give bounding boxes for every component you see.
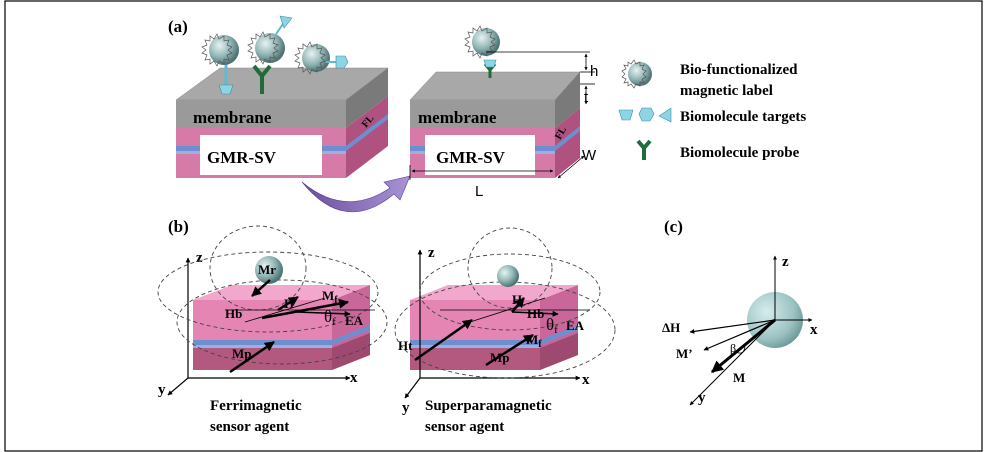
legend-label-line1: Bio-functionalized bbox=[680, 62, 798, 78]
device-right: membrane GMR-SV FL bbox=[409, 71, 581, 178]
right-bead-bound bbox=[464, 25, 500, 78]
label-Hb-right: Hb bbox=[527, 306, 544, 321]
membrane-label-right: membrane bbox=[418, 108, 497, 127]
label-Mf-right: Mf bbox=[526, 332, 542, 350]
panel-b-label: (b) bbox=[168, 217, 189, 236]
label-Mr: Mr bbox=[258, 262, 276, 277]
gmr-sv-label-right: GMR-SV bbox=[436, 148, 506, 167]
label-H-right: H bbox=[512, 292, 522, 307]
left-bead-3 bbox=[294, 41, 349, 75]
caption-left-line2: sensor agent bbox=[210, 419, 289, 435]
label-Mprime: M’ bbox=[676, 346, 693, 361]
label-theta-right: θf bbox=[546, 315, 558, 336]
dim-t: t bbox=[584, 89, 589, 106]
axis-z-c: z bbox=[782, 254, 789, 270]
axis-z-left: z bbox=[196, 250, 203, 266]
panel-b-right: z x y H Hb θf EA Ht Mf Mp Superparamagne… bbox=[394, 227, 616, 435]
label-Mp-left: Mp bbox=[232, 346, 252, 361]
label-EA-right: EA bbox=[566, 318, 585, 333]
figure-border bbox=[4, 0, 983, 452]
caption-left-line1: Ferrimagnetic bbox=[210, 398, 302, 414]
transition-arrow bbox=[301, 175, 411, 213]
label-EA-left: EA bbox=[345, 313, 364, 328]
axis-x-left: x bbox=[350, 370, 358, 386]
sensor-bead-left bbox=[255, 256, 283, 284]
label-Mp-right: Mp bbox=[490, 350, 510, 365]
panel-a: (a) membrane GMR-SV FL bbox=[168, 15, 806, 213]
label-H-left: H bbox=[284, 296, 294, 311]
label-Hb-left: Hb bbox=[225, 306, 242, 321]
left-bead-2-probe bbox=[247, 15, 293, 94]
label-Ht: Ht bbox=[398, 338, 413, 353]
axis-x-c: x bbox=[810, 322, 818, 338]
axis-y-left: y bbox=[158, 382, 166, 398]
axis-x-right: x bbox=[582, 372, 590, 388]
membrane-label-left: membrane bbox=[193, 108, 272, 127]
axis-y-c: y bbox=[698, 390, 706, 406]
axis-y-right: y bbox=[402, 400, 410, 416]
caption-right-line2: sensor agent bbox=[425, 419, 504, 435]
panel-c-label: (c) bbox=[664, 217, 683, 236]
dim-h: h bbox=[590, 63, 598, 80]
dim-L: L bbox=[475, 183, 483, 200]
legend-targets: Biomolecule targets bbox=[680, 109, 806, 125]
legend: Bio-functionalized magnetic label Biomol… bbox=[618, 59, 806, 161]
label-beta: β bbox=[730, 341, 736, 355]
label-Mf-left: Mf bbox=[322, 288, 338, 306]
sensor-bead-right bbox=[497, 265, 519, 287]
left-bead-1 bbox=[201, 33, 239, 95]
panel-a-label: (a) bbox=[168, 17, 188, 36]
panel-c: (c) z x y ΔH M’ β M bbox=[662, 217, 818, 406]
panel-b: (b) z x y bbox=[157, 217, 616, 435]
legend-probe-icon bbox=[636, 139, 652, 160]
device-left: membrane GMR-SV FL bbox=[175, 67, 389, 178]
legend-probe: Biomolecule probe bbox=[680, 145, 800, 161]
panel-b-left: z x y Mr H Mf Hb θf EA Mp Ferrimagnetic bbox=[157, 225, 388, 435]
label-deltaH: ΔH bbox=[662, 320, 680, 335]
caption-right-line1: Superparamagnetic bbox=[425, 398, 552, 414]
label-M-c: M bbox=[733, 370, 745, 385]
legend-label-line2: magnetic label bbox=[680, 83, 773, 99]
label-theta-left: θf bbox=[324, 307, 336, 328]
gmr-sv-label-left: GMR-SV bbox=[207, 148, 277, 167]
axis-z-right: z bbox=[428, 245, 435, 261]
legend-target-icons bbox=[618, 107, 672, 123]
legend-bead-icon bbox=[621, 59, 652, 89]
dim-W: W bbox=[582, 147, 597, 164]
dimension-lines bbox=[409, 51, 595, 180]
